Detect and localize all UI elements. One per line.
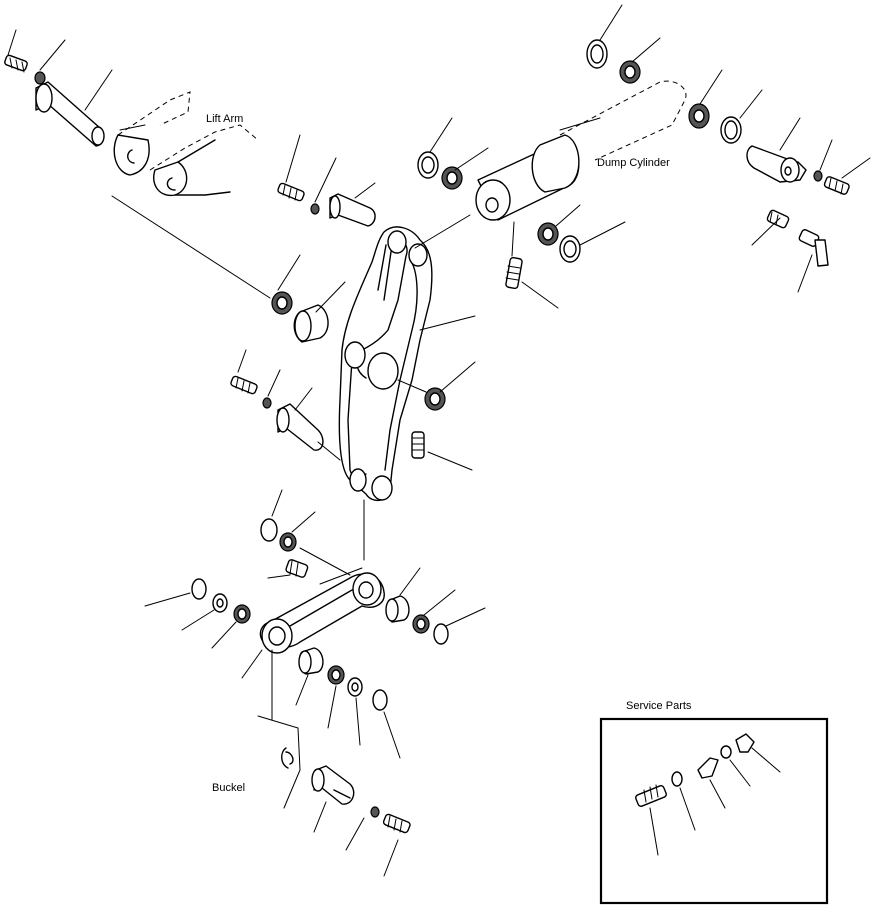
service-nut [735,733,755,753]
dump-cylinder [475,80,687,221]
service-bolt [635,784,667,807]
dump-cylinder-label: Dump Cylinder [597,157,670,169]
service-lock-plate [697,757,719,779]
service-washer [671,771,683,787]
ring-link-4 [372,689,388,711]
dump-cylinder-pin [746,145,807,183]
sleeve-link-right [385,595,410,623]
washer-lower-left [262,397,272,409]
grease-fitting-bellcrank [411,431,425,459]
sleeve-left [293,304,329,343]
pin-middle [329,193,376,227]
bucket-reference [257,649,301,809]
lift-arm-reference [113,91,259,197]
grease-fitting-link [285,559,309,578]
sleeve-link-lower [298,647,324,675]
washer-top-left [34,71,46,85]
pin-bucket [311,765,355,805]
service-parts-box [599,717,829,905]
ring-link-2 [191,578,207,600]
ring-link-1 [260,518,278,542]
washer-middle [310,203,320,215]
pin-lower-left [276,403,324,451]
bolt-lower-left [230,375,258,395]
bellcrank-lever [338,226,433,501]
washer-bucket [370,806,380,818]
bolt-dc [823,176,850,195]
bolt-middle [277,182,305,202]
service-parts-label: Service Parts [626,700,692,712]
service-spring-washer [720,745,732,759]
link-rod [259,572,385,654]
lift-arm-pin [35,81,105,147]
ring-link-3 [433,623,449,645]
lift-arm-label: Lift Arm [206,113,243,125]
washer-dc-5 [813,170,823,182]
buckel-label: Buckel [212,782,245,794]
grease-fitting-cylinder [505,256,523,290]
bolt-top-left [4,54,28,73]
bolt-bucket [382,813,411,834]
grease-fitting-right [766,209,829,267]
